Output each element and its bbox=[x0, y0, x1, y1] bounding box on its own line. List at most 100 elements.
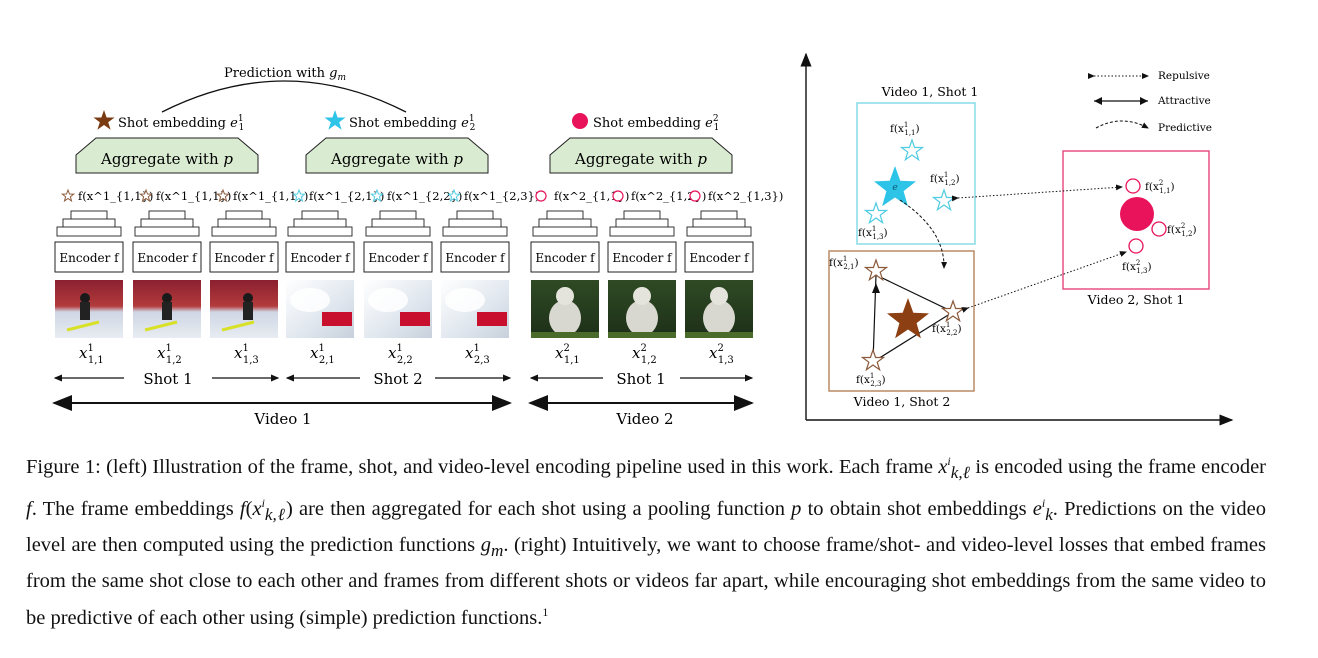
svg-text:f(x11,2): f(x11,2) bbox=[930, 171, 960, 187]
frame-embedding-label: f(x^2_{1,3}) bbox=[708, 189, 783, 203]
svg-text:Predictive: Predictive bbox=[1158, 122, 1212, 134]
cyan-star-icon bbox=[874, 166, 916, 207]
svg-text:f(x21,3): f(x21,3) bbox=[1122, 259, 1152, 275]
outline-circle-icon bbox=[612, 190, 624, 202]
svg-text:f(x12,1): f(x12,1) bbox=[829, 255, 859, 271]
svg-text:Shot embedding e11: Shot embedding e11 bbox=[118, 114, 244, 133]
brown-star-icon bbox=[887, 298, 929, 339]
outline-star-icon bbox=[291, 188, 307, 203]
encoder-label: Encoder f bbox=[59, 251, 120, 265]
encoder-label: Encoder f bbox=[445, 251, 506, 265]
outline-star-icon bbox=[215, 188, 231, 203]
encoder-label: Encoder f bbox=[689, 251, 750, 265]
encoder-label: Encoder f bbox=[368, 251, 429, 265]
encoder-box bbox=[684, 241, 754, 273]
outline-star-icon bbox=[138, 188, 154, 203]
svg-text:Aggregate with p: Aggregate with p bbox=[100, 150, 233, 168]
outline-star-icon bbox=[369, 188, 385, 203]
frame-embedding-label: f(x^2_{1,2}) bbox=[631, 189, 706, 203]
outline-circle-icon bbox=[689, 190, 701, 202]
outline-star-icon bbox=[60, 188, 76, 203]
svg-text:Attractive: Attractive bbox=[1157, 95, 1211, 107]
encoder-label: Encoder f bbox=[137, 251, 198, 265]
encoder-box bbox=[132, 241, 202, 273]
encoder-label: Encoder f bbox=[535, 251, 596, 265]
svg-text:Repulsive: Repulsive bbox=[1158, 70, 1210, 82]
pink-outline-circle-icon bbox=[1125, 178, 1141, 194]
encoder-box bbox=[440, 241, 510, 273]
brown-outline-star-icon bbox=[940, 299, 966, 323]
frame-embedding-label: f(x^1_{1,1}) bbox=[156, 189, 231, 203]
pink-outline-circle-icon bbox=[1128, 238, 1144, 254]
svg-text:Aggregate with p: Aggregate with p bbox=[330, 150, 463, 168]
shot-label-3: Shot 1 bbox=[616, 370, 665, 388]
encoder-box bbox=[607, 241, 677, 273]
encoder-box bbox=[363, 241, 433, 273]
cyan-outline-star-icon bbox=[899, 138, 925, 162]
svg-text:Shot embedding e21: Shot embedding e21 bbox=[593, 114, 719, 133]
video-label-1: Video 1 bbox=[253, 410, 311, 428]
encoder-label: Encoder f bbox=[612, 251, 673, 265]
svg-text:Video 2, Shot 1: Video 2, Shot 1 bbox=[1087, 292, 1185, 307]
svg-text:f(x12,2): f(x12,2) bbox=[932, 321, 962, 337]
svg-text:Video 1, Shot 1: Video 1, Shot 1 bbox=[881, 84, 979, 99]
encoder-box bbox=[530, 241, 600, 273]
aggregate-box-1: Aggregate with p bbox=[75, 137, 259, 174]
cyan-star-icon bbox=[324, 110, 346, 130]
video-label-2: Video 2 bbox=[615, 410, 673, 428]
brown-outline-star-icon bbox=[863, 258, 889, 282]
svg-text:Shot embedding e12: Shot embedding e12 bbox=[349, 114, 475, 133]
svg-text:f(x21,2): f(x21,2) bbox=[1167, 222, 1197, 238]
caption-line-1: Figure 1: (left) Illustration of the fra… bbox=[26, 454, 1267, 629]
svg-text:e: e bbox=[892, 183, 897, 193]
outline-star-icon bbox=[446, 188, 462, 203]
frame-embedding-label: f(x^1_{2,1}) bbox=[309, 189, 384, 203]
pink-circle-icon bbox=[572, 113, 588, 129]
encoder-box bbox=[285, 241, 355, 273]
frame-embedding-label: f(x^2_{1,1}) bbox=[554, 189, 629, 203]
svg-text:f(x11,3): f(x11,3) bbox=[858, 225, 888, 241]
figure-caption: Figure 1: (left) Illustration of the fra… bbox=[26, 446, 1266, 634]
encoder-label: Encoder f bbox=[214, 251, 275, 265]
frame-embedding-label: f(x^1_{2,2}) bbox=[387, 189, 462, 203]
prediction-label: Prediction with gm bbox=[224, 66, 346, 83]
legend: Repulsive Attractive Predictive bbox=[1088, 70, 1212, 134]
aggregate-box-3: Aggregate with p bbox=[549, 137, 733, 174]
svg-text:f(x21,1): f(x21,1) bbox=[1145, 179, 1175, 195]
brown-outline-star-icon bbox=[860, 348, 886, 372]
cyan-outline-star-icon bbox=[863, 201, 889, 225]
encoder-label: Encoder f bbox=[290, 251, 351, 265]
frame-embedding-label: f(x^1_{1,1}) bbox=[78, 189, 153, 203]
encoder-box bbox=[209, 241, 279, 273]
frame-embedding-label: f(x^1_{2,3}) bbox=[464, 189, 539, 203]
shot-label-2: Shot 2 bbox=[373, 370, 422, 388]
svg-text:f(x12,3): f(x12,3) bbox=[856, 372, 886, 388]
shot-label-1: Shot 1 bbox=[143, 370, 192, 388]
svg-text:Aggregate with p: Aggregate with p bbox=[574, 150, 707, 168]
brown-star-icon bbox=[93, 110, 115, 130]
cyan-outline-star-icon bbox=[931, 188, 957, 212]
svg-text:f(x11,1): f(x11,1) bbox=[890, 121, 920, 137]
